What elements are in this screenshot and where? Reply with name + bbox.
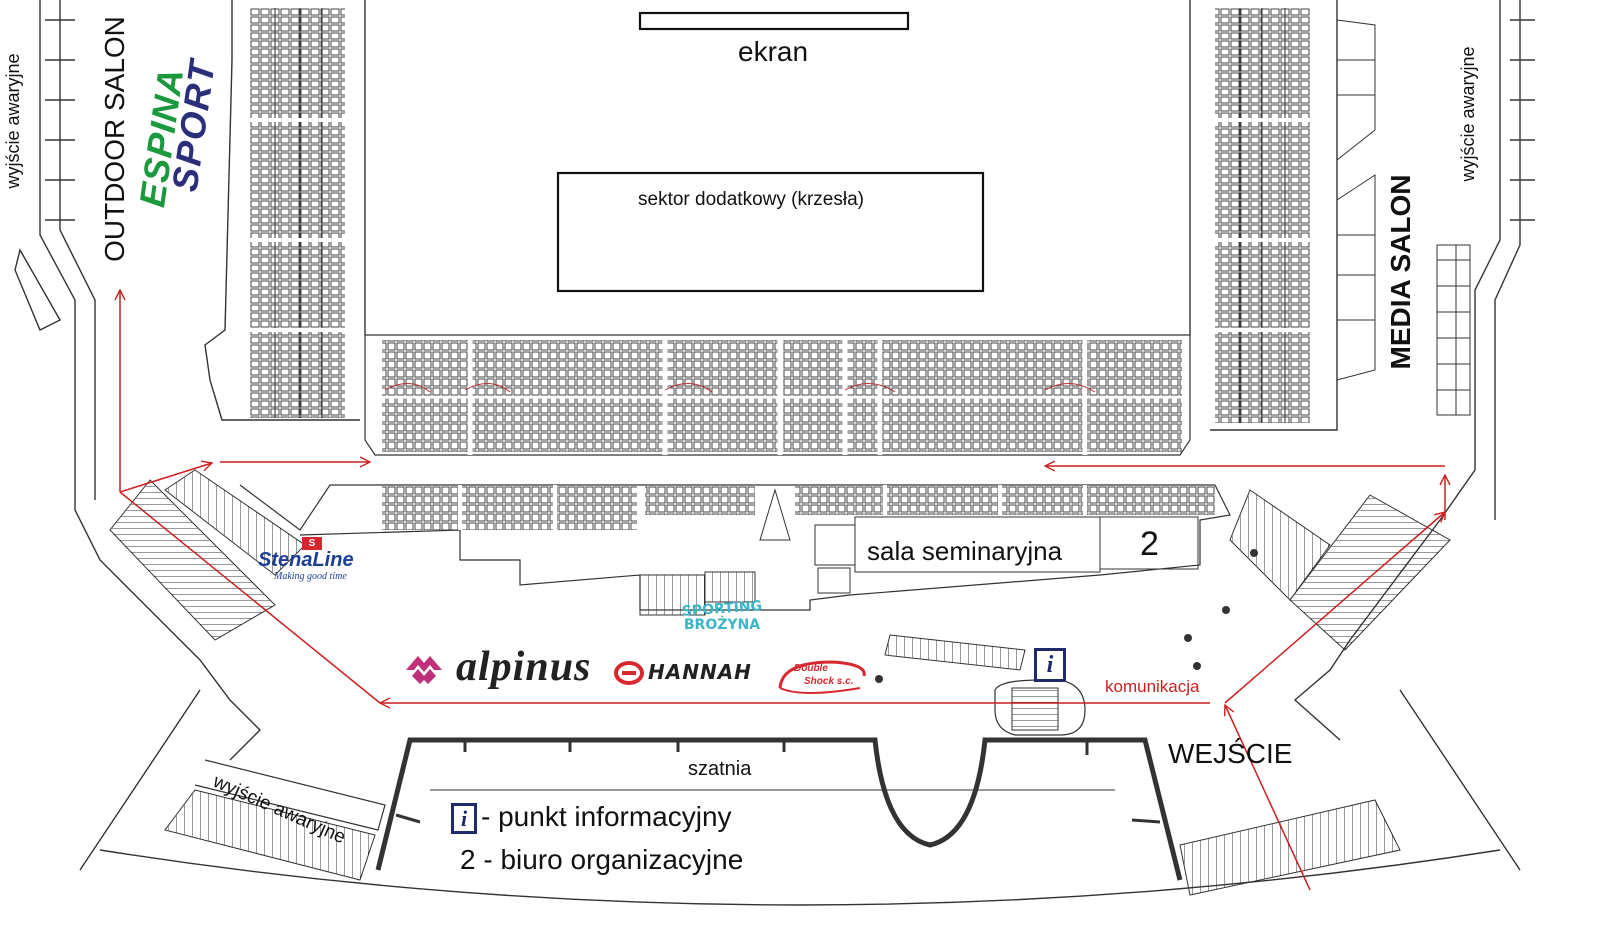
lower-tribune [239, 484, 1231, 616]
alpinus-text: alpinus [456, 644, 592, 690]
emergency-exit-right-label: wyjście awaryjne [1458, 46, 1478, 182]
pillars [875, 549, 1258, 683]
right-seating [1215, 8, 1471, 423]
media-salon-label: MEDIA SALON [1385, 174, 1416, 370]
organizing-office-box [1099, 516, 1199, 570]
alpinus-mark-icon [406, 656, 442, 684]
outdoor-salon-label: OUTDOOR SALON [99, 16, 130, 262]
cloakroom-walls [375, 737, 1183, 881]
stena-badge-icon: S [302, 537, 322, 550]
extra-sector [556, 171, 985, 293]
communication-label: komunikacja [1105, 677, 1200, 696]
screen [638, 11, 910, 31]
left-seating [250, 8, 345, 418]
right-stair-fan [1229, 489, 1451, 651]
arena-walls [204, 0, 1338, 431]
main-tribune [364, 334, 1191, 456]
central-staircase [884, 634, 1086, 736]
info-point-icon: i [1034, 648, 1066, 682]
double-shock-line2: Shock s.c. [804, 676, 854, 687]
double-shock-swoosh-icon [778, 660, 866, 694]
left-stair-fan [109, 469, 306, 641]
communication-routes [120, 290, 1445, 891]
seminar-room-label: sala seminaryjna [867, 536, 1063, 566]
organizing-office-number: 2 [1140, 525, 1159, 563]
emergency-exit-left-label: wyjście awaryjne [3, 53, 23, 189]
entrance-label: WEJŚCIE [1168, 738, 1293, 769]
legend-office-text: 2 - biuro organizacyjne [460, 844, 744, 875]
bottom-exit-stairs [164, 759, 1401, 896]
stena-tagline: Making good time [274, 571, 347, 582]
sporting-brozyna-logo: SPORTING BROŻYNA [672, 598, 772, 633]
stena-name: StenaLine [258, 549, 354, 571]
cloakroom-label: szatnia [688, 758, 752, 780]
screen-label: ekran [738, 36, 809, 67]
double-shock-line1: Double [794, 663, 828, 674]
hannah-text: HANNAH [648, 660, 752, 684]
brozyna-text: BROŻYNA [683, 617, 761, 633]
legend-info-text: - punkt informacyjny [481, 801, 732, 832]
legend-info-icon: i [451, 803, 477, 834]
hannah-mark-icon [614, 661, 644, 685]
extra-sector-label: sektor dodatkowy (krzesła) [638, 189, 864, 210]
